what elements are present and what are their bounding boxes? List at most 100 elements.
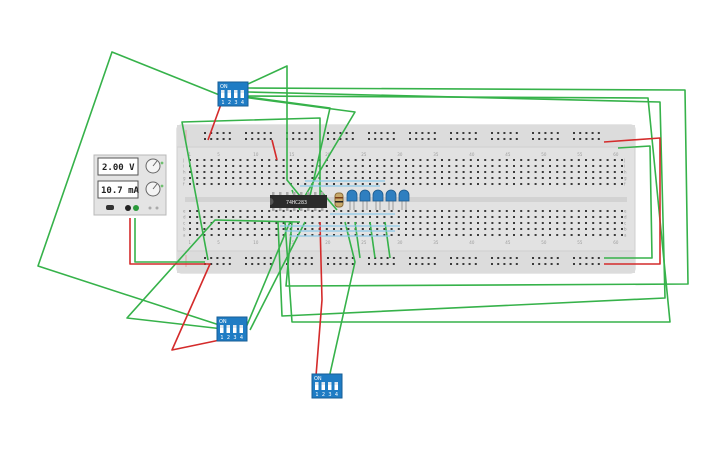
- column-number-top: 60: [613, 152, 619, 157]
- row-letter: e: [183, 209, 186, 214]
- row-letter: d: [183, 215, 186, 220]
- dip-toggle[interactable]: [233, 325, 237, 333]
- column-number-top: 10: [253, 152, 259, 157]
- column-number-top: 25: [361, 152, 367, 157]
- row-letter: a: [183, 233, 186, 238]
- chip-label: 74HC283: [286, 200, 307, 206]
- dip-toggle[interactable]: [227, 90, 232, 98]
- row-letter: c: [624, 221, 626, 226]
- wire-green[interactable]: [384, 221, 391, 259]
- led-group: [346, 189, 410, 210]
- column-number-top: 20: [325, 152, 331, 157]
- row-letter: b: [183, 227, 186, 232]
- column-number-top: 30: [397, 152, 403, 157]
- dip-on-label: ON: [314, 376, 322, 382]
- led[interactable]: [372, 189, 384, 210]
- wires: [37, 51, 689, 397]
- column-number-bottom: 35: [433, 240, 439, 245]
- dip-toggle[interactable]: [315, 382, 319, 390]
- wire-red[interactable]: [129, 218, 221, 351]
- chip-74hc283[interactable]: 74HC283: [270, 192, 327, 211]
- wire-green[interactable]: [324, 221, 356, 397]
- dip-toggle[interactable]: [234, 90, 238, 98]
- column-number-top: 1: [189, 152, 192, 157]
- voltage-readout: 2.00 V: [102, 163, 135, 173]
- ground-terminal[interactable]: [133, 205, 139, 211]
- wire-green[interactable]: [181, 117, 321, 261]
- column-number-bottom: 25: [361, 240, 367, 245]
- wire-red[interactable]: [315, 221, 323, 377]
- row-letter: g: [183, 176, 186, 181]
- row-letter: b: [624, 227, 627, 232]
- wire-green[interactable]: [126, 219, 301, 331]
- column-number-top: 40: [469, 152, 475, 157]
- dip-number: 1: [220, 335, 223, 341]
- wire-green[interactable]: [604, 145, 653, 259]
- led[interactable]: [398, 189, 410, 210]
- wire-green[interactable]: [239, 95, 331, 197]
- led[interactable]: [346, 189, 358, 210]
- wire-green[interactable]: [354, 221, 361, 259]
- resistor[interactable]: [334, 192, 344, 208]
- dip-toggle[interactable]: [334, 382, 339, 390]
- dip-toggle[interactable]: [328, 382, 332, 390]
- wire-green[interactable]: [221, 65, 301, 197]
- dip-number: 4: [240, 335, 243, 341]
- dip-number: 4: [241, 100, 244, 106]
- column-number-top: 5: [217, 152, 220, 157]
- dip-number: 4: [335, 392, 338, 398]
- dip-toggle[interactable]: [221, 90, 225, 98]
- column-number-top: 35: [433, 152, 439, 157]
- power-switch[interactable]: [106, 205, 114, 210]
- row-letter: e: [624, 209, 627, 214]
- dip-toggle[interactable]: [321, 382, 326, 390]
- wire-green[interactable]: [369, 221, 376, 259]
- dip-number: 2: [227, 335, 230, 341]
- column-number-bottom: 40: [469, 240, 475, 245]
- wire-green[interactable]: [247, 91, 666, 317]
- wire-green[interactable]: [249, 221, 306, 331]
- dip-number: 2: [322, 392, 325, 398]
- wire-red[interactable]: [603, 137, 661, 265]
- column-number-bottom: 50: [541, 240, 547, 245]
- column-number-bottom: 5: [217, 240, 220, 245]
- power-supply[interactable]: 2.00 V 10.7 mA: [93, 154, 167, 216]
- column-number-top: 15: [289, 152, 295, 157]
- row-letter: i: [183, 164, 184, 169]
- row-letter: h: [624, 170, 627, 175]
- row-letter: d: [624, 215, 627, 220]
- dip-toggle[interactable]: [226, 325, 231, 333]
- row-letter: f: [624, 182, 626, 187]
- column-number-bottom: 15: [289, 240, 295, 245]
- wire-green[interactable]: [244, 221, 291, 331]
- dip-number: 3: [328, 392, 331, 398]
- dip-toggle[interactable]: [220, 325, 224, 333]
- dip-on-label: ON: [220, 84, 228, 90]
- dip-toggle[interactable]: [239, 325, 244, 333]
- row-letter: j: [182, 158, 184, 163]
- led[interactable]: [359, 189, 371, 210]
- column-number-bottom: 20: [325, 240, 331, 245]
- dip-number: 1: [315, 392, 318, 398]
- column-number-top: 45: [505, 152, 511, 157]
- row-letter: a: [624, 233, 627, 238]
- dip-number: 2: [228, 100, 231, 106]
- column-number-bottom: 45: [505, 240, 511, 245]
- wire-green[interactable]: [134, 218, 205, 263]
- led[interactable]: [385, 189, 397, 210]
- column-number-top: 50: [541, 152, 547, 157]
- column-number-bottom: 60: [613, 240, 619, 245]
- negative-terminal[interactable]: [125, 205, 131, 211]
- column-number-bottom: 30: [397, 240, 403, 245]
- dip-on-label: ON: [219, 319, 227, 325]
- column-number-bottom: 10: [253, 240, 259, 245]
- dip-toggle[interactable]: [240, 90, 245, 98]
- wire-red[interactable]: [271, 139, 278, 161]
- wire-green[interactable]: [243, 95, 671, 323]
